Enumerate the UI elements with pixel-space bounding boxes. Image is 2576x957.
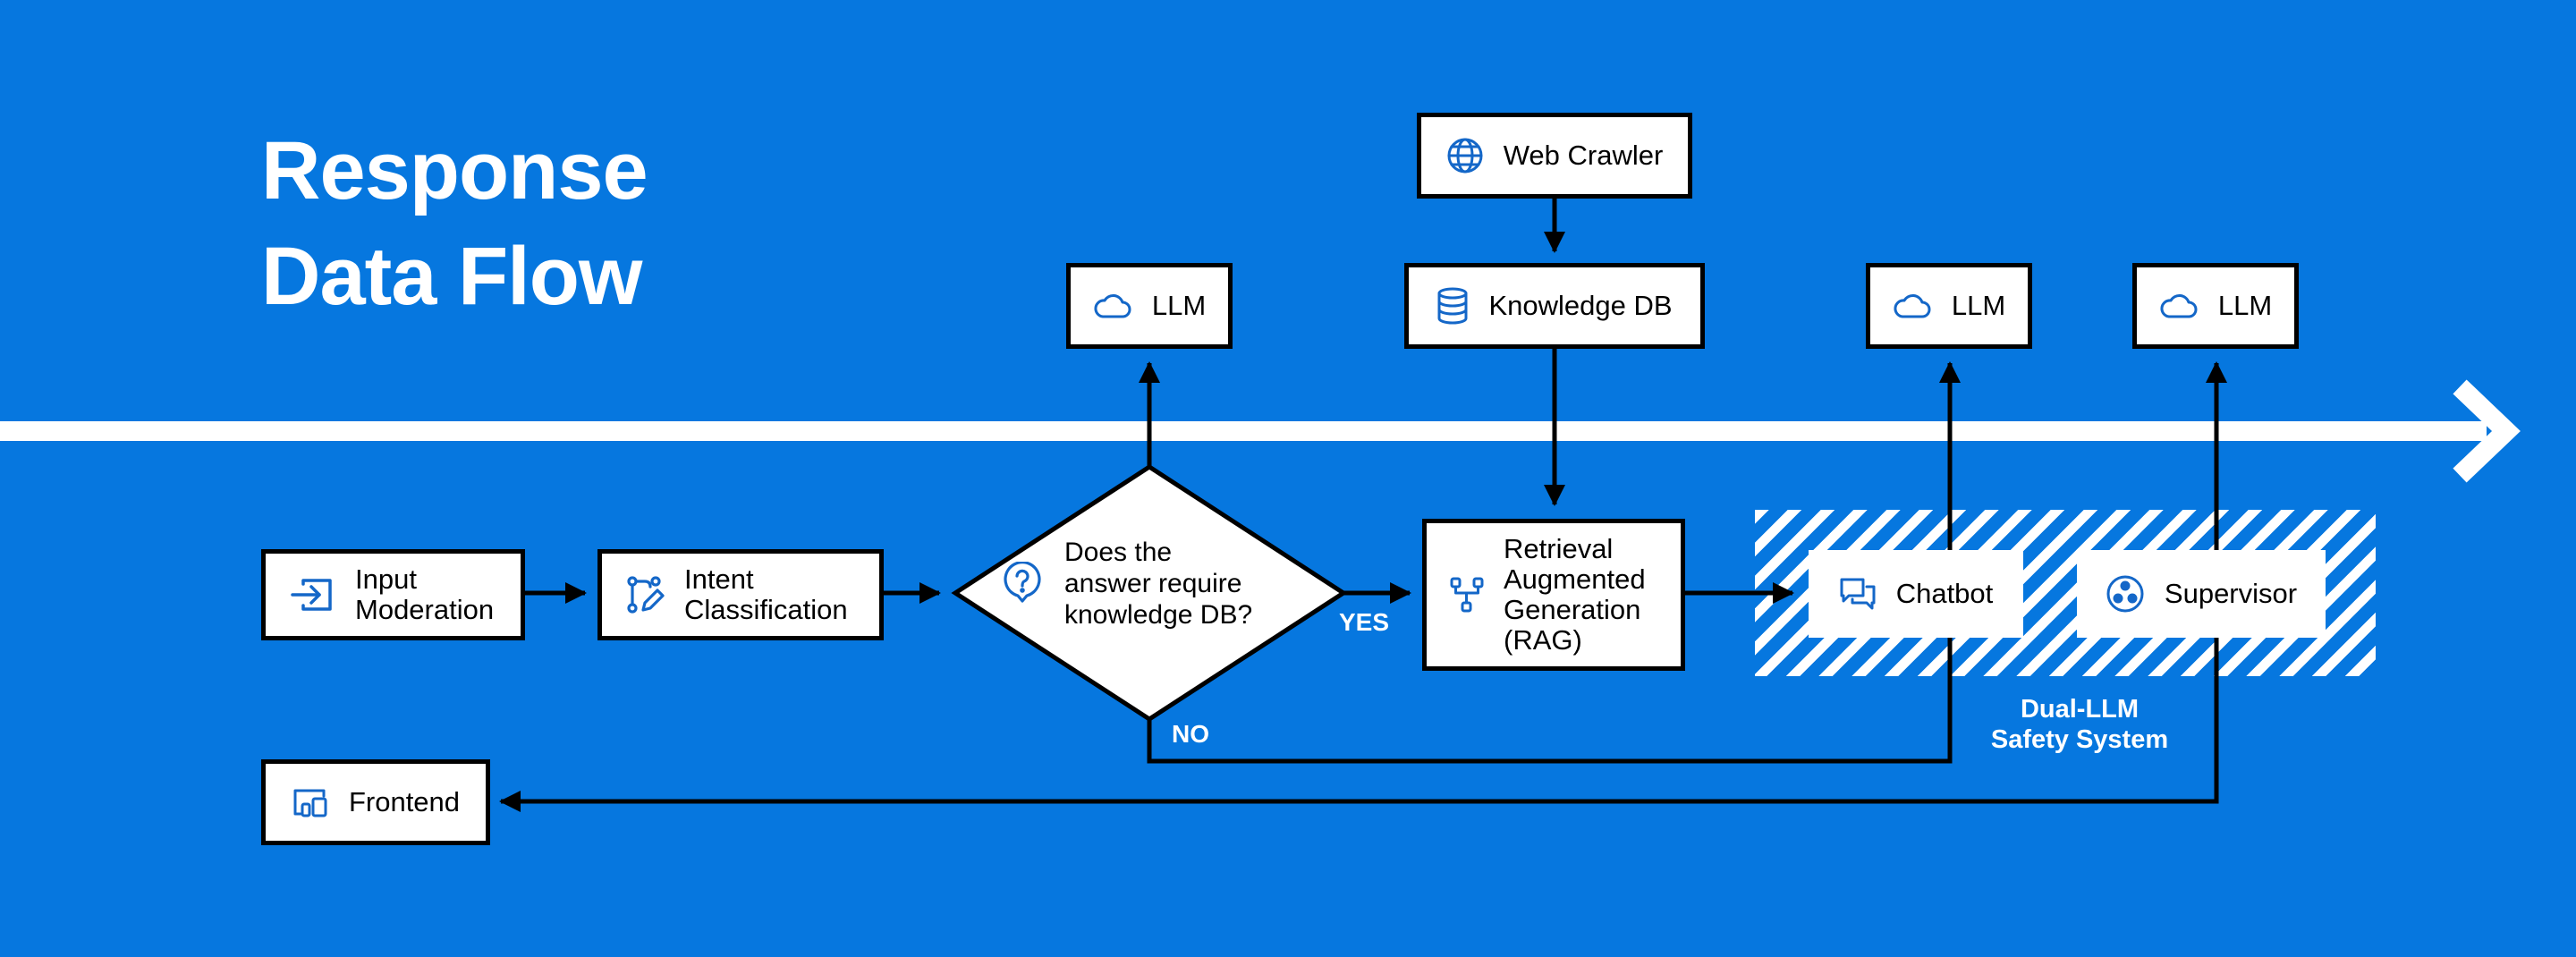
- chatbot-label: Chatbot: [1895, 578, 1994, 609]
- node-frontend[interactable]: Frontend: [261, 759, 490, 845]
- rag-line-3: Generation: [1504, 594, 1641, 625]
- node-llm-1[interactable]: LLM: [1066, 263, 1233, 349]
- input-arrow-icon: [291, 579, 332, 611]
- edge-decision-no-to-chatbot: [1147, 638, 1953, 764]
- safety-system-label: Dual-LLM Safety System: [1950, 694, 2209, 755]
- rag-line-2: Augmented: [1504, 563, 1646, 595]
- devices-icon: [293, 789, 327, 817]
- node-intent-classification[interactable]: Intent Classification: [597, 549, 884, 640]
- title-line-1: Response: [261, 125, 648, 216]
- node-supervisor[interactable]: Supervisor: [2077, 550, 2326, 638]
- globe-icon: [1447, 138, 1483, 174]
- frontend-label: Frontend: [348, 786, 461, 817]
- node-input-moderation[interactable]: Input Moderation: [261, 549, 525, 640]
- intent-classification-line-2: Classification: [684, 594, 848, 625]
- supervisor-label: Supervisor: [2164, 578, 2298, 609]
- node-llm-2[interactable]: LLM: [1866, 263, 2032, 349]
- network-nodes-icon: [1450, 577, 1484, 613]
- decision-line-1: Does the: [1064, 538, 1173, 567]
- node-knowledge-db[interactable]: Knowledge DB: [1404, 263, 1705, 349]
- yes-label: YES: [1339, 608, 1390, 636]
- input-moderation-line-2: Moderation: [355, 594, 495, 625]
- circle-dots-icon: [2106, 575, 2144, 613]
- llm-3-label: LLM: [2217, 290, 2273, 321]
- node-rag[interactable]: Retrieval Augmented Generation (RAG): [1422, 519, 1685, 671]
- cloud-icon: [1894, 294, 1931, 318]
- rag-line-1: Retrieval: [1504, 533, 1614, 564]
- knowledge-db-label: Knowledge DB: [1488, 290, 1673, 321]
- llm-1-label: LLM: [1151, 290, 1207, 321]
- intent-classification-line-1: Intent: [684, 563, 754, 595]
- cloud-icon: [1094, 294, 1131, 318]
- input-moderation-line-1: Input: [355, 563, 417, 595]
- safety-system-line-1: Dual-LLM: [2020, 695, 2140, 724]
- web-crawler-label: Web Crawler: [1503, 140, 1664, 171]
- node-chatbot[interactable]: Chatbot: [1809, 550, 2023, 638]
- chat-bubbles-icon: [1840, 578, 1876, 610]
- no-label: NO: [1172, 720, 1209, 748]
- workflow-pen-icon: [627, 576, 665, 614]
- edge-supervisor-to-frontend: [499, 638, 2219, 812]
- decision-line-2: answer require: [1064, 569, 1242, 598]
- title-line-2: Data Flow: [261, 231, 642, 322]
- cloud-icon: [2160, 294, 2198, 318]
- decision-node-content[interactable]: Does the answer require knowledge DB?: [1002, 537, 1252, 631]
- safety-system-line-2: Safety System: [1990, 725, 2169, 754]
- rag-line-4: (RAG): [1504, 624, 1582, 656]
- node-llm-3[interactable]: LLM: [2132, 263, 2299, 349]
- timeline-arrow: [0, 379, 2521, 483]
- database-icon: [1437, 287, 1468, 325]
- node-web-crawler[interactable]: Web Crawler: [1417, 113, 1692, 199]
- decision-line-3: knowledge DB?: [1064, 600, 1253, 630]
- decision-diamond: [951, 464, 1348, 722]
- page-title: Response Data Flow: [261, 118, 648, 329]
- question-bubble-icon: [1004, 561, 1041, 603]
- llm-2-label: LLM: [1951, 290, 2006, 321]
